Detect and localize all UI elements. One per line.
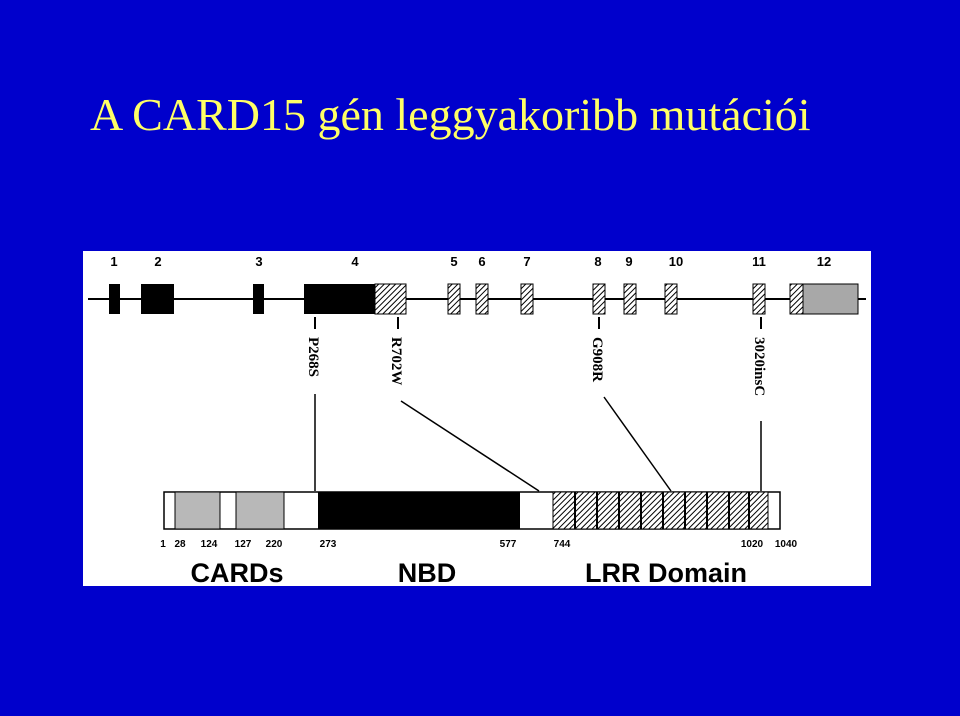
mutation-label-p268s: P268S [305,337,321,377]
mutation-connectors [314,394,762,492]
exon-box-3 [253,284,264,314]
exon-label-4: 4 [351,254,359,269]
lrr-domain [552,491,769,530]
exon-label-11: 11 [752,254,766,269]
exon-label-1: 1 [110,254,117,269]
exon-labels: 1 2 3 4 5 6 7 8 9 10 11 12 [110,254,831,269]
exon-label-9: 9 [625,254,632,269]
exon-box-9 [623,283,637,315]
nbd-domain [318,492,520,529]
exon-label-7: 7 [523,254,530,269]
position-label: 1040 [775,539,798,550]
mutation-ticks [314,317,762,329]
exon-box-4-solid [304,284,375,314]
exon-label-8: 8 [594,254,601,269]
exon-box-1 [109,284,120,314]
exon-box-10 [664,283,678,315]
slide-title: A CARD15 gén leggyakoribb mutációi [90,89,811,140]
exon-label-6: 6 [478,254,485,269]
position-label: 1 [160,539,166,550]
position-label: 1020 [741,539,764,550]
position-labels: 1 28 124 127 220 273 577 744 1020 1040 [160,539,797,550]
card-domain-2 [235,491,285,530]
mutation-label-3020insc: 3020insC [751,337,767,396]
exon-label-12: 12 [817,254,831,269]
mutation-labels: P268S R702W G908R 3020insC [305,337,767,396]
exon-box-5 [447,283,461,315]
exon-box-7 [520,283,534,315]
position-label: 744 [554,539,571,550]
protein-bar [163,491,781,530]
exon-box-12-hatched [789,283,804,315]
lrr-repeat-dividers [574,492,750,529]
domain-label-nbd: NBD [398,558,457,586]
position-label: 220 [266,539,283,550]
exon-box-8 [592,283,606,315]
gene-protein-diagram: 1 2 3 4 5 6 7 8 9 10 11 12 [83,251,871,586]
mutation-label-g908r: G908R [589,337,605,382]
position-label: 273 [320,539,337,550]
exon-boxes [109,283,859,315]
mutation-label-r702w: R702W [388,337,404,385]
position-label: 577 [500,539,517,550]
exon-box-6 [475,283,489,315]
domain-label-lrr: LRR Domain [585,558,747,586]
domain-label-cards: CARDs [190,558,283,586]
exon-box-2 [141,284,174,314]
domain-labels: CARDs NBD LRR Domain [190,558,747,586]
position-label: 124 [201,539,218,550]
exon-box-12-gray [802,283,859,315]
card-domain-1 [174,491,221,530]
position-label: 28 [174,539,186,550]
exon-label-3: 3 [255,254,262,269]
exon-box-11 [752,283,766,315]
position-label: 127 [235,539,252,550]
exon-label-5: 5 [450,254,457,269]
exon-box-4-hatched [374,283,407,315]
exon-label-10: 10 [669,254,683,269]
exon-label-2: 2 [154,254,161,269]
